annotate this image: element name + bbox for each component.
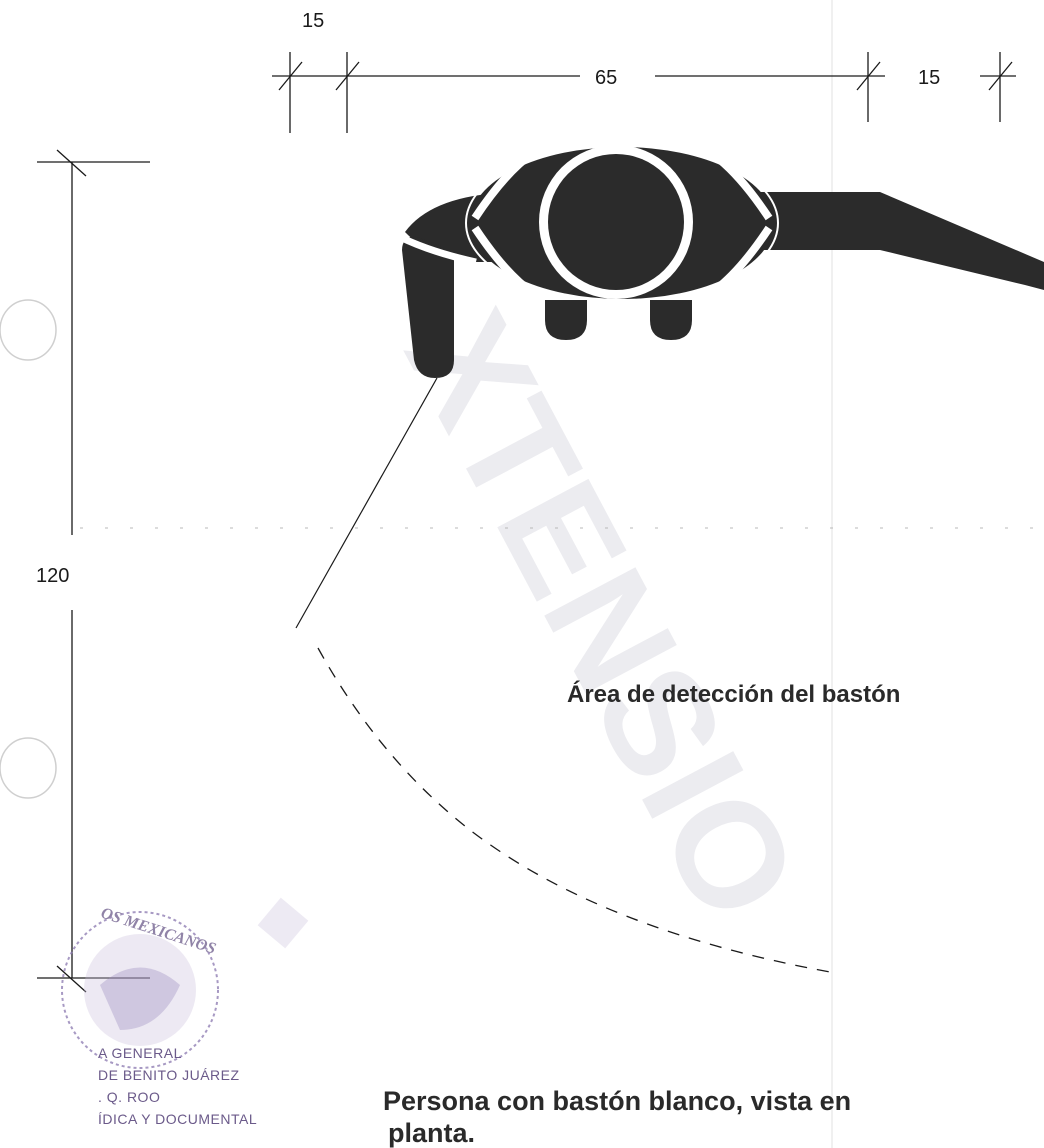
dimension-body-width: 65	[595, 67, 617, 89]
dimension-right-offset: 15	[918, 67, 940, 89]
vertical-dimension	[37, 149, 150, 993]
right-foot	[650, 300, 692, 340]
binder-hole-top	[0, 299, 57, 361]
binder-hole-bottom	[0, 737, 57, 799]
stamp-line-2: DE BENITO JUÁREZ	[98, 1067, 240, 1083]
right-arm	[720, 192, 1044, 290]
cane-hand	[402, 236, 454, 378]
head	[548, 154, 684, 290]
watermark-text: XTENSIO	[374, 285, 831, 945]
dimension-reach-length: 120	[36, 565, 69, 587]
watermark: XTENSIO	[374, 285, 831, 945]
person-figure	[396, 136, 1044, 378]
white-cane	[295, 377, 438, 629]
left-foot	[545, 300, 587, 340]
caption-line-2: planta.	[388, 1118, 475, 1148]
top-dimension	[272, 52, 1016, 133]
detection-area-label: Área de detección del bastón	[567, 680, 900, 708]
caption-line-1: Persona con bastón blanco, vista en	[383, 1086, 851, 1116]
stamp-line-1: A GENERAL	[98, 1045, 182, 1061]
official-seal-stamp: OS MEXICANOS	[61, 897, 309, 1069]
stamp-line-4: ÍDICA Y DOCUMENTAL	[98, 1111, 257, 1127]
stamp-line-3: . Q. ROO	[98, 1089, 160, 1105]
dimension-left-offset: 15	[302, 10, 324, 32]
